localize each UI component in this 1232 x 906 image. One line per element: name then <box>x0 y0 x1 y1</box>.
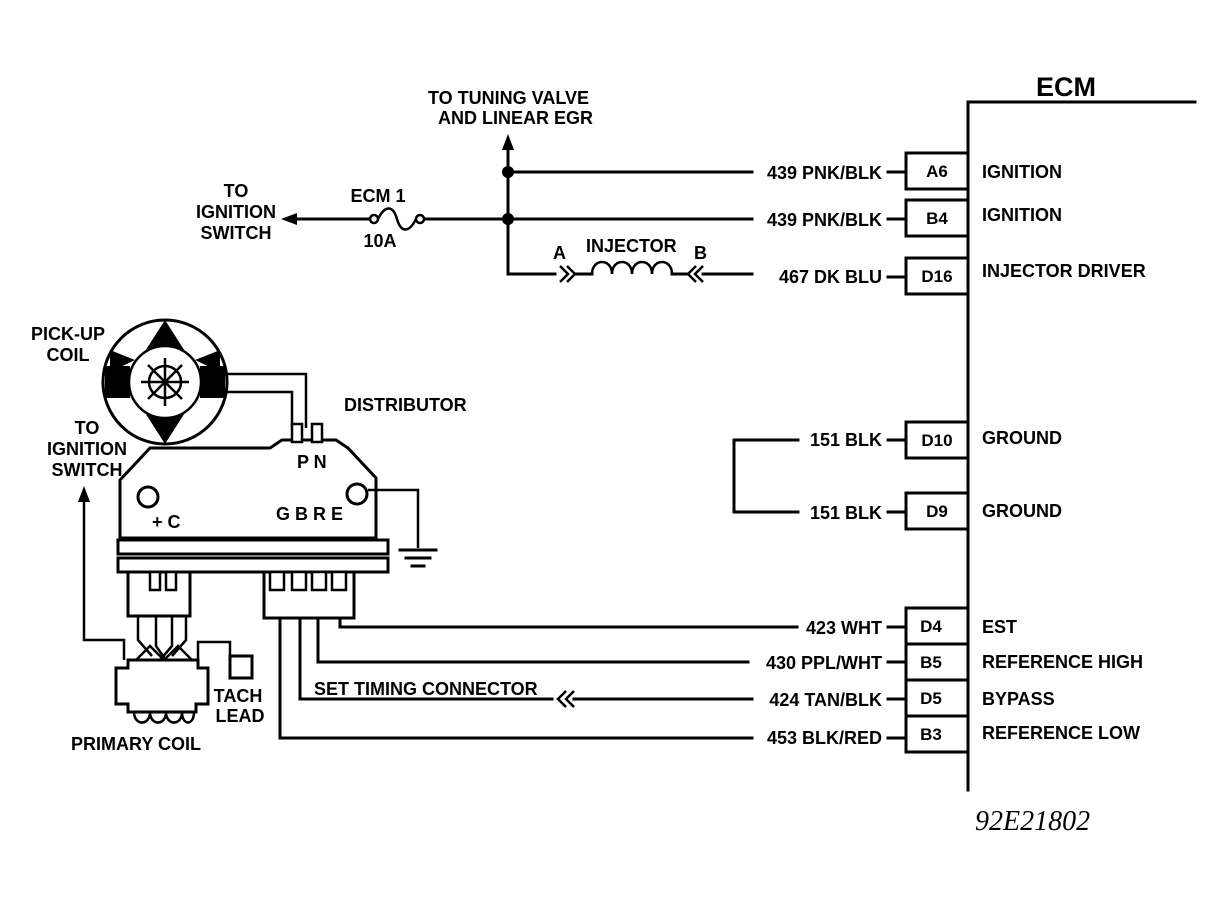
pin-label: A6 <box>926 162 948 181</box>
wire-code-label: 151 BLK <box>810 503 882 523</box>
wire-code-label: 439 PNK/BLK <box>767 210 882 230</box>
primary-coil-winding-icon <box>132 711 196 724</box>
tach-lead-label: TACH <box>214 686 263 706</box>
tach-lead-terminal <box>228 654 254 680</box>
pin-label: D10 <box>921 431 952 450</box>
ignition-switch-label: IGNITION <box>196 202 276 222</box>
ignition-switch-label: SWITCH <box>201 223 272 243</box>
fuse-element <box>376 207 418 231</box>
wire-code-label: 453 BLK/RED <box>767 728 882 748</box>
primary-coil-label: PRIMARY COIL <box>71 734 201 754</box>
fuse-name: ECM 1 <box>350 186 405 206</box>
wire-code-label: 424 TAN/BLK <box>769 690 882 710</box>
ecm-title: ECM <box>1036 72 1096 102</box>
wire-code-label: 430 PPL/WHT <box>766 653 882 673</box>
injector-pin-a: A <box>553 243 566 263</box>
injector <box>559 260 908 283</box>
ecm-function-labels: IGNITION IGNITION INJECTOR DRIVER GROUND… <box>982 162 1146 743</box>
wire-code-label: 151 BLK <box>810 430 882 450</box>
pin-box-b5 <box>904 642 970 682</box>
wire-code-label: 423 WHT <box>806 618 882 638</box>
pin-label: B3 <box>920 725 942 744</box>
ignition-switch-label: TO <box>224 181 249 201</box>
distributor-gbre-pins: G B R E <box>276 504 343 524</box>
pin-box-d5 <box>904 678 970 718</box>
ignition-switch-lead <box>78 486 126 660</box>
injector-label: INJECTOR <box>586 236 677 256</box>
ignition-switch-label: IGNITION <box>47 439 127 459</box>
primary-coil <box>114 616 254 724</box>
distributor-pn-pins: P N <box>297 452 327 472</box>
function-label: IGNITION <box>982 162 1062 182</box>
ground-wiring <box>732 438 908 514</box>
tuning-valve-label: AND LINEAR EGR <box>438 108 593 128</box>
function-label: BYPASS <box>982 689 1055 709</box>
injector-coil-icon <box>590 260 674 275</box>
tach-lead-label: LEAD <box>216 706 265 726</box>
pickup-coil-label: COIL <box>47 345 90 365</box>
function-label: INJECTOR DRIVER <box>982 261 1146 281</box>
wire-code-label: 439 PNK/BLK <box>767 163 882 183</box>
pin-box-d4 <box>904 606 970 646</box>
wire-code-labels: 439 PNK/BLK 439 PNK/BLK 467 DK BLU 151 B… <box>766 163 882 748</box>
pin-label: B4 <box>926 209 948 228</box>
pickup-coil <box>101 318 308 446</box>
pin-label: D4 <box>920 617 942 636</box>
pin-label: D9 <box>926 502 948 521</box>
pin-label: D5 <box>920 689 942 708</box>
set-timing-label: SET TIMING CONNECTOR <box>314 679 538 699</box>
distributor-module <box>116 422 438 620</box>
pin-box-a6 <box>904 151 970 191</box>
ignition-switch-label: TO <box>75 418 100 438</box>
pin-label: B5 <box>920 653 942 672</box>
distributor-label: DISTRIBUTOR <box>344 395 467 415</box>
tuning-valve-label: TO TUNING VALVE <box>428 88 589 108</box>
pin-box-d9 <box>904 491 970 531</box>
fuse-rating: 10A <box>363 231 396 251</box>
pickup-coil-label: PICK-UP <box>31 324 105 344</box>
function-label: REFERENCE HIGH <box>982 652 1143 672</box>
pin-label: D16 <box>921 267 952 286</box>
figure-id: 92E21802 <box>975 806 1090 837</box>
function-label: EST <box>982 617 1017 637</box>
function-label: IGNITION <box>982 205 1062 225</box>
fuse-terminal <box>414 213 426 225</box>
pin-box-b3 <box>904 714 970 754</box>
function-label: GROUND <box>982 501 1062 521</box>
ignition-switch-label: SWITCH <box>52 460 123 480</box>
function-label: GROUND <box>982 428 1062 448</box>
pin-box-d16 <box>904 256 970 296</box>
injector-pin-b: B <box>694 243 707 263</box>
function-label: REFERENCE LOW <box>982 723 1140 743</box>
distributor-plus-c: + C <box>152 512 181 532</box>
signal-wiring <box>278 616 908 740</box>
wire-code-label: 467 DK BLU <box>779 267 882 287</box>
ignition-feed-wiring <box>281 134 908 276</box>
ecm-pin-labels: A6 B4 D16 D10 D9 D4 B5 D5 B3 <box>920 162 952 744</box>
